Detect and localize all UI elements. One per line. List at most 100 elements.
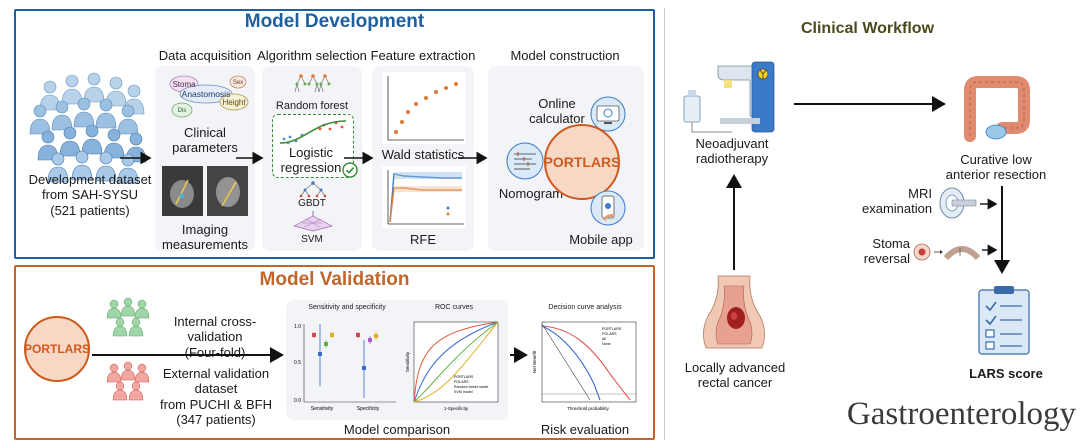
external-line-1: External validation dataset: [162, 366, 270, 397]
stoma-label: Stoma reversal: [862, 236, 910, 267]
sens-spec-title: Sensitivity and specificity: [308, 304, 386, 311]
development-dataset-label: Development dataset from SAH-SYSU (521 p…: [20, 172, 160, 218]
internal-validation-label: Internal cross-validation (Four-fold): [150, 314, 280, 360]
online-line-2: calculator: [529, 111, 585, 127]
stoma-reversal-icon: [912, 238, 981, 266]
roc-legend-4: SVM model: [454, 390, 473, 394]
sens-ytick-2: 0.5: [294, 360, 301, 366]
online-calculator-label: Online calculator: [522, 96, 592, 127]
stage-data-acquisition-title: Data acquisition: [158, 48, 252, 63]
word-stoma: Stoma: [172, 80, 196, 89]
internal-line-1: Internal cross-validation: [173, 314, 257, 345]
stoma-line-2: reversal: [863, 251, 910, 267]
roc-ylabel: Sensitivity: [405, 351, 410, 372]
rectal-cancer-icon: [696, 272, 772, 356]
portlars-validation-label: PORTLARS: [24, 342, 90, 356]
word-cloud-graphic: Stoma Anastomosis Height Sex Dis: [160, 72, 252, 120]
sens-ytick-1: 1.0: [294, 324, 301, 330]
lars-clipboard-icon: [976, 284, 1032, 356]
mri-line-2: examination: [862, 201, 933, 217]
mri-scanner-icon: [938, 186, 978, 220]
logistic-regression-card: Logistic regression: [272, 114, 354, 178]
model-development-panel: [14, 9, 655, 259]
radio-line-1: Neoadjuvant: [695, 136, 769, 151]
logistic-line-2: regression: [280, 160, 342, 176]
nomogram-label: Nomogram: [498, 186, 564, 201]
colon-icon: [950, 76, 1042, 150]
people-crowd-icon: [29, 70, 150, 184]
dataset-line-1: Development dataset: [28, 172, 152, 187]
mri-line-1: MRI: [908, 186, 932, 201]
check-badge-icon: [342, 162, 358, 178]
surgery-label: Curative low anterior resection: [936, 152, 1056, 183]
word-anastomosis: Anastomosis: [182, 89, 231, 99]
dca-legend-2: POLARS: [602, 332, 617, 336]
roc-legend-1: PORTLARS: [454, 375, 474, 379]
sens-xtick-2: Specificity: [357, 406, 380, 412]
sens-xtick-1: Sensitivity: [311, 406, 334, 412]
mri-label: MRI examination: [862, 186, 932, 217]
clinical-parameters-line-1: Clinical: [184, 125, 226, 140]
word-height: Height: [222, 98, 246, 107]
stage-feature-extraction-title: Feature extraction: [370, 48, 476, 63]
surgery-line-2: anterior resection: [945, 167, 1047, 183]
dataset-line-3: (521 patients): [50, 202, 130, 218]
word-dis: Dis: [178, 108, 187, 114]
rectal-cancer-label: Locally advanced rectal cancer: [680, 360, 790, 391]
decision-curve-chart: Decision curve analysis PORTLARS POLARS …: [530, 304, 640, 416]
dca-legend-3: All: [602, 337, 606, 341]
stoma-line-1: Stoma: [872, 236, 910, 251]
dca-xlabel: Threshold probability: [567, 406, 610, 411]
dataset-line-2: from SAH-SYSU: [41, 187, 139, 203]
radio-line-2: radiotherapy: [695, 151, 769, 167]
clinical-workflow-title: Clinical Workflow: [800, 20, 935, 37]
wald-statistics-label: Wald statistics: [381, 147, 465, 162]
external-line-3: (347 patients): [176, 411, 256, 427]
roc-legend-3: Random forest model: [454, 385, 489, 389]
stage-algorithm-selection-title: Algorithm selection: [257, 48, 367, 63]
svm-surface-icon: [292, 210, 334, 232]
cancer-line-1: Locally advanced: [684, 360, 786, 375]
dca-legend-4: None: [602, 342, 611, 346]
online-line-1: Online: [538, 96, 576, 111]
green-people-icon: [104, 296, 150, 340]
portlars-validation-circle: PORTLARS: [24, 316, 90, 382]
wald-statistics-plot: [382, 72, 466, 144]
dca-legend-1: PORTLARS: [602, 327, 622, 331]
roc-chart: ROC curves PORTLARS POLARS Random forest…: [404, 304, 504, 416]
clinical-parameters-label: Clinical parameters: [155, 125, 255, 156]
radiotherapy-machine-icon: [680, 56, 780, 136]
mobile-app-icon: [590, 190, 626, 226]
lars-score-label: LARS score: [969, 366, 1043, 381]
journal-logo-text: Gastroenterology: [846, 396, 1076, 432]
internal-line-2: (Four-fold): [184, 344, 246, 360]
logistic-line-1: Logistic: [288, 145, 334, 160]
imaging-thumbnails: [162, 166, 248, 216]
rfe-plot: [382, 166, 466, 228]
dca-title: Decision curve analysis: [548, 304, 622, 311]
imaging-line-1: Imaging: [181, 222, 229, 237]
model-comparison-label: Model comparison: [343, 422, 451, 437]
red-people-icon: [104, 360, 150, 404]
word-sex: Sex: [233, 80, 243, 86]
rfe-label: RFE: [410, 232, 436, 247]
radiotherapy-label: Neoadjuvant radiotherapy: [682, 136, 782, 167]
nomogram-icon: [506, 142, 544, 180]
random-forest-icon: [293, 72, 333, 100]
imaging-measurements-label: Imaging measurements: [155, 222, 255, 253]
stage-model-construction-title: Model construction: [510, 48, 620, 63]
roc-xlabel: 1-Specificity: [444, 406, 469, 411]
svm-label: SVM: [301, 234, 323, 245]
logistic-regression-label: Logistic regression: [273, 145, 349, 176]
gbdt-label: GBDT: [298, 198, 326, 209]
clinical-parameters-line-2: parameters: [172, 140, 238, 156]
roc-legend-2: POLARS: [454, 380, 469, 384]
risk-evaluation-label: Risk evaluation: [540, 422, 630, 437]
online-calculator-icon: [590, 96, 626, 132]
portlars-model-circle: PORTLARS: [543, 124, 621, 200]
dca-ylabel: Net Benefit: [532, 350, 537, 373]
portlars-model-label: PORTLARS: [543, 154, 621, 170]
mobile-app-label: Mobile app: [569, 232, 633, 247]
surgery-line-1: Curative low: [960, 152, 1032, 167]
sens-spec-chart: Sensitivity and specificity 1.0 0.5 0.0 …: [292, 304, 402, 416]
